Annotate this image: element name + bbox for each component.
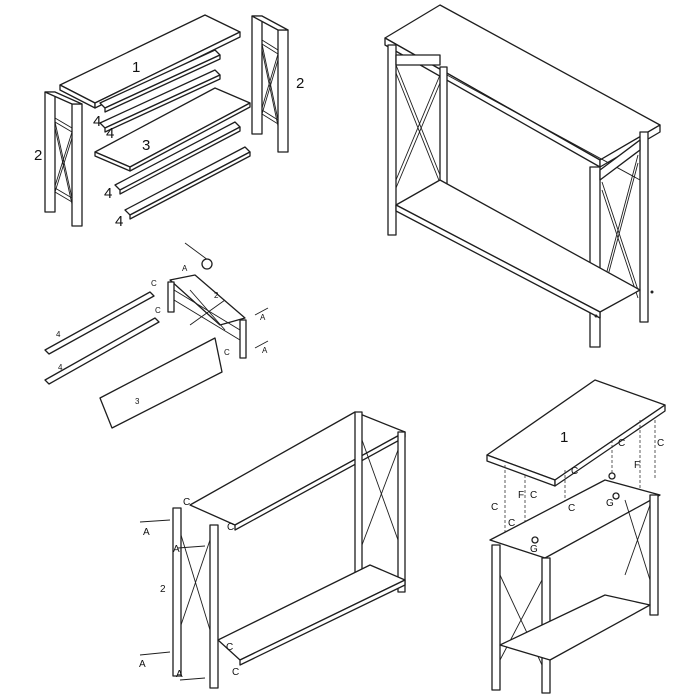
step1-rail-lower-label: 4 [58,363,63,372]
step2-c-top2-label: C [227,522,234,533]
step3-c1-label: C [491,502,498,513]
step1-shelf-label: 3 [135,397,140,406]
step2-a-bot2-label: A [176,669,183,680]
side-frame-left-label: 2 [34,147,42,164]
top-board-label: 1 [132,59,140,76]
step3-c3-label: C [508,518,515,529]
shelf-label: 3 [142,137,150,154]
step3-g1-label: G [530,544,538,555]
step3-c2-label: C [530,490,537,501]
side-frame-right-part [251,15,289,153]
step2-c-bot1-label: C [226,642,233,653]
step2-a-top-label: A [143,527,150,538]
step2-c-bot2-label: C [232,667,239,678]
panel-step1: 2 A 4 4 C C 3 C A A [44,242,269,429]
rail-part-upper-1 [99,49,221,113]
step2-a-bot1-label: A [139,659,146,670]
panel-step2: 2 C C C C A A A A [139,411,406,689]
step2-c-top1-label: C [183,497,190,508]
step3-c6-label: C [618,438,625,449]
rail-part-lower-1 [114,121,241,195]
step1-bolt-a-top-label: A [182,264,188,273]
step3-f1-label: F [518,490,524,501]
step3-g2-label: G [606,498,614,509]
step3-f2-label: F [634,460,640,471]
step3-top-board-label: 1 [560,429,568,446]
side-frame-right-label: 2 [296,75,304,92]
panel-exploded-parts: 1 4 4 3 4 4 [34,14,304,230]
rail-part-lower-2 [124,146,251,220]
step1-bolt-a-r1-label: A [260,313,266,322]
side-frame-left-part [44,91,83,227]
panel-step3: 1 C C C C C C C F F G G [486,379,666,694]
step1-bolt-a-r2-label: A [262,346,268,355]
step3-c4-label: C [568,503,575,514]
step2-frame-label: 2 [160,584,166,595]
rail-label-c: 4 [104,185,112,202]
rail-part-upper-2 [99,69,221,133]
step1-rail-upper-label: 4 [56,330,61,339]
shelf-part [94,87,251,172]
rail-label-d: 4 [115,213,123,230]
step2-a-mid-label: A [173,544,180,555]
rail-label-b: 4 [106,125,114,142]
panel-assembled-table [384,4,661,348]
step1-screw-c2-label: C [155,306,161,315]
step1-frame-label: 2 [214,291,219,300]
step1-screw-c3-label: C [224,348,230,357]
rail-label-a: 4 [93,113,101,130]
step3-c7-label: C [657,438,664,449]
step3-c5-label: C [571,466,578,477]
step1-screw-c1-label: C [151,279,157,288]
